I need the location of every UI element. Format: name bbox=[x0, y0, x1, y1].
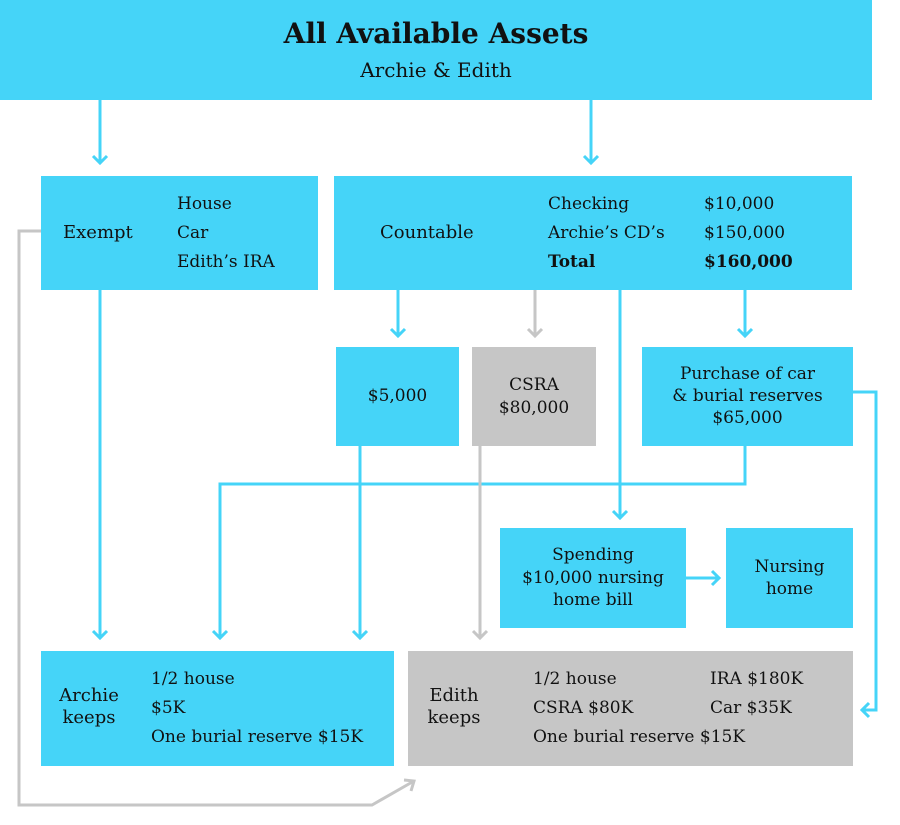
exempt-box: Exempt House Car Edith’s IRA bbox=[41, 176, 318, 290]
arrow-to-countable bbox=[582, 100, 600, 166]
exempt-item: Car bbox=[177, 223, 209, 243]
nursing-line: home bbox=[765, 579, 814, 599]
spending-box: Spending $10,000 nursing home bill bbox=[500, 528, 686, 628]
countable-row-name: Checking bbox=[548, 194, 630, 214]
spending-line: home bill bbox=[553, 590, 633, 610]
arrow-countable-to-purchase bbox=[736, 290, 754, 339]
arrow-purchase-to-edith bbox=[853, 390, 878, 719]
csra-box: CSRA $80,000 bbox=[472, 347, 596, 446]
purchase-line: Purchase of car bbox=[679, 364, 816, 384]
archie-item: One burial reserve $15K bbox=[151, 727, 364, 747]
countable-total-value: $160,000 bbox=[704, 252, 793, 272]
archie-keeps-box: Archie keeps 1/2 house $5K One burial re… bbox=[41, 651, 394, 766]
edith-item: 1/2 house bbox=[533, 669, 617, 689]
edith-item: IRA $180K bbox=[710, 669, 804, 689]
arrow-purchase-to-archie bbox=[211, 446, 747, 641]
arrow-exempt-to-archie bbox=[91, 290, 109, 641]
purchase-line: & burial reserves bbox=[672, 386, 823, 406]
arrow-countable-to-5000 bbox=[389, 290, 407, 339]
five-thousand-box: $5,000 bbox=[336, 347, 459, 446]
csra-amount: $80,000 bbox=[498, 398, 570, 418]
nursing-home-box: Nursing home bbox=[726, 528, 853, 628]
exempt-label: Exempt bbox=[63, 222, 133, 243]
csra-label: CSRA bbox=[509, 375, 559, 395]
nursing-line: Nursing bbox=[754, 557, 825, 577]
archie-keeps-label: Archie bbox=[59, 685, 119, 706]
arrow-countable-to-spending bbox=[611, 290, 629, 521]
edith-item: CSRA $80K bbox=[533, 698, 634, 718]
arrow-exempt-to-edith bbox=[17, 229, 416, 807]
countable-label: Countable bbox=[380, 222, 474, 243]
countable-row-value: $150,000 bbox=[704, 223, 786, 243]
arrow-to-exempt bbox=[91, 100, 109, 166]
exempt-item: House bbox=[177, 194, 232, 214]
arrow-5000-to-archie bbox=[351, 446, 369, 641]
arrow-countable-to-csra bbox=[526, 290, 544, 339]
countable-row-name: Archie’s CD’s bbox=[548, 223, 665, 243]
arrow-spending-to-nursing bbox=[686, 569, 722, 587]
edith-keeps-label: keeps bbox=[427, 707, 481, 728]
archie-item: 1/2 house bbox=[151, 669, 235, 689]
five-thousand-label: $5,000 bbox=[367, 386, 428, 406]
archie-keeps-label: keeps bbox=[62, 707, 116, 728]
purchase-box: Purchase of car & burial reserves $65,00… bbox=[642, 347, 853, 446]
arrow-csra-to-edith bbox=[471, 446, 489, 641]
exempt-item: Edith’s IRA bbox=[177, 252, 275, 272]
diagram-title: All Available Assets bbox=[283, 17, 589, 50]
edith-item: One burial reserve $15K bbox=[533, 727, 746, 747]
edith-item: Car $35K bbox=[710, 698, 792, 718]
countable-box: Countable Checking $10,000 Archie’s CD’s… bbox=[334, 176, 852, 290]
edith-keeps-box: Edith keeps 1/2 house CSRA $80K One buri… bbox=[408, 651, 853, 766]
spending-line: Spending bbox=[552, 545, 634, 565]
title-box: All Available Assets Archie & Edith bbox=[0, 0, 872, 100]
countable-total-label: Total bbox=[548, 252, 596, 272]
purchase-amount: $65,000 bbox=[712, 408, 783, 428]
archie-item: $5K bbox=[151, 698, 186, 718]
spending-line: $10,000 nursing bbox=[522, 568, 664, 588]
edith-keeps-label: Edith bbox=[429, 685, 479, 706]
countable-row-value: $10,000 bbox=[704, 194, 775, 214]
diagram-subtitle: Archie & Edith bbox=[360, 58, 512, 82]
